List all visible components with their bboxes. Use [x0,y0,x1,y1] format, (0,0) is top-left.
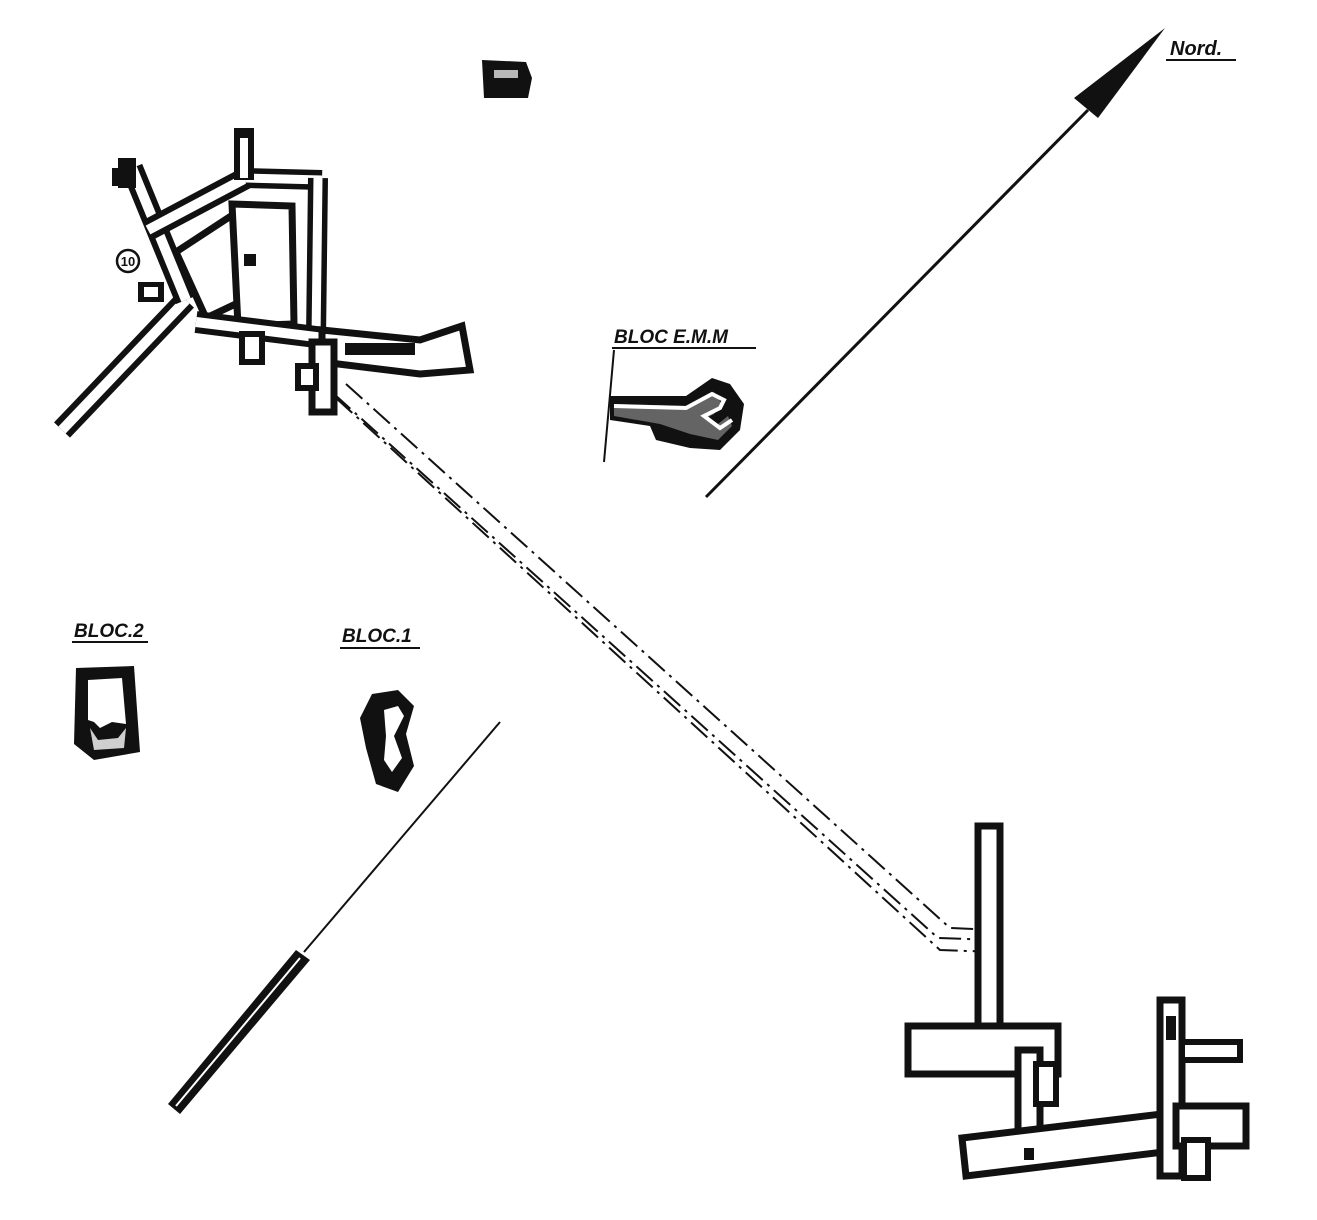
bloc-1-label: BLOC.1 [342,626,412,647]
north-arrow: Nord. [704,28,1236,499]
marker-circle [115,248,141,274]
tunnel-gallery [333,383,997,953]
small-bunker-top [482,60,532,98]
marker-label: 10 [121,254,135,269]
access-line [168,721,501,1114]
main-fort-complex: 10 [54,128,475,438]
bloc-2-label: BLOC.2 [74,621,144,642]
bloc-1: BLOC.1 [340,626,420,792]
lower-block-complex [904,822,1250,1181]
north-label: Nord. [1170,38,1222,60]
bloc-emm: BLOC E.M.M [603,327,756,463]
bloc-2: BLOC.2 [72,621,148,760]
bloc-emm-label: BLOC E.M.M [614,327,729,348]
